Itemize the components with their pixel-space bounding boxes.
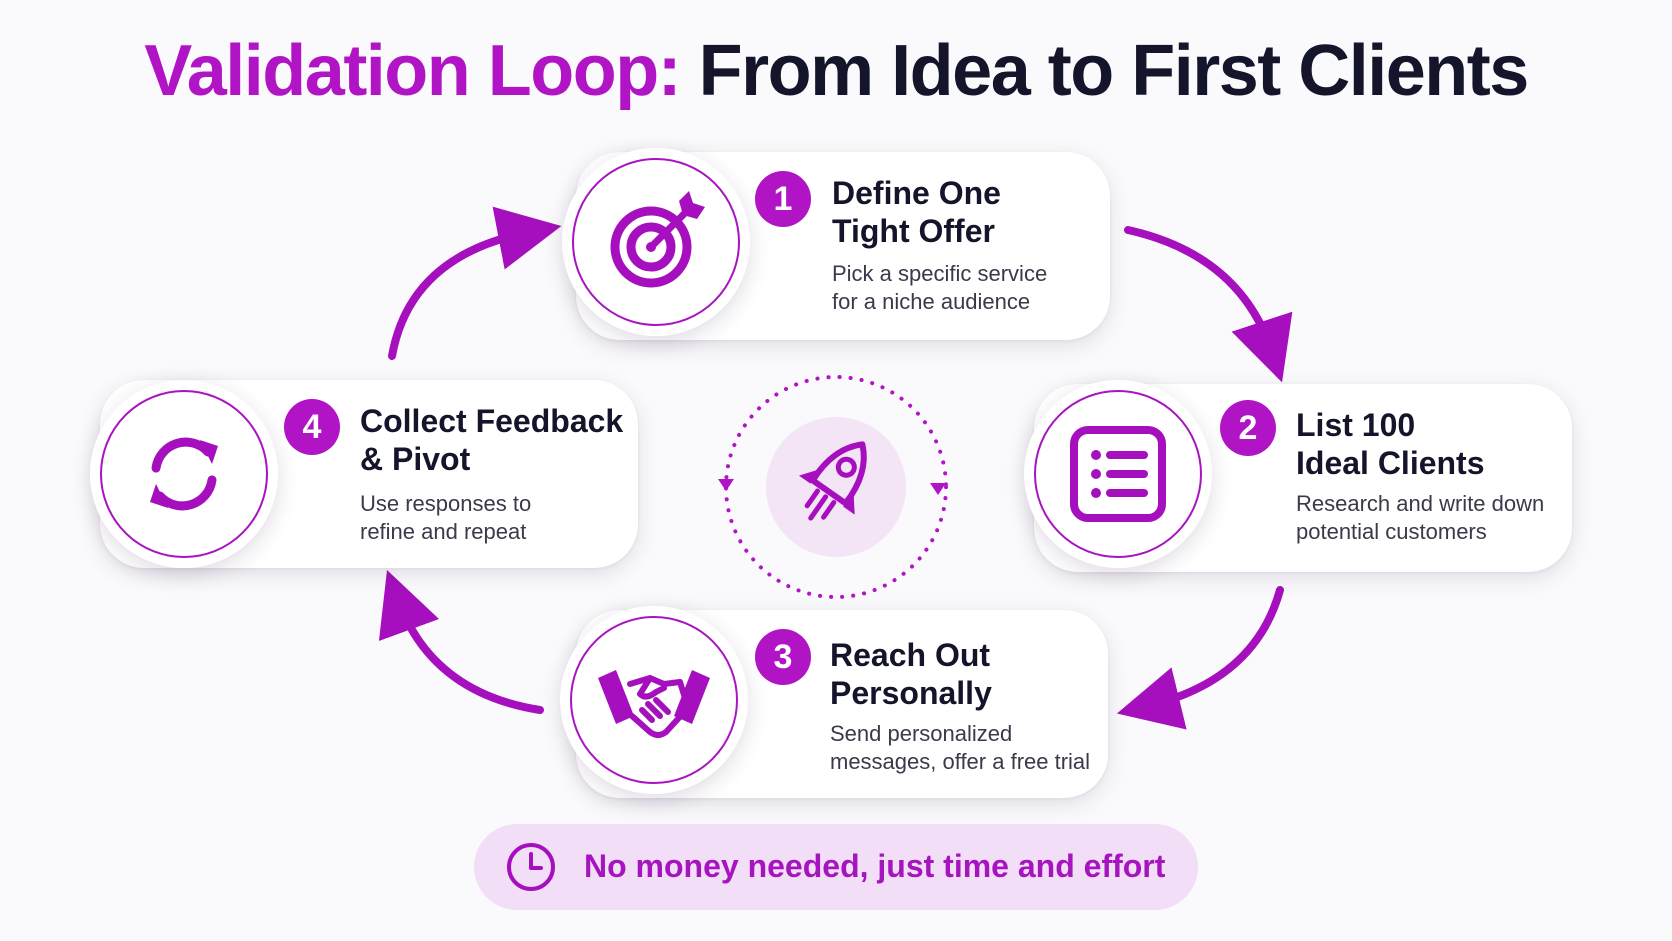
arrow-4-to-1 <box>388 206 562 360</box>
footer-text: No money needed, just time and effort <box>584 848 1166 884</box>
page-title: Validation Loop: From Idea to First Clie… <box>0 30 1672 112</box>
handshake-icon <box>598 670 710 738</box>
list-icon <box>1070 426 1166 522</box>
step-title-1: Define One Tight Offer <box>832 175 1001 249</box>
step-icon-1 <box>562 148 750 336</box>
step-icon-2 <box>1024 380 1212 568</box>
step-desc-3: Send personalized messages, offer a free… <box>830 721 1091 774</box>
step-number-2: 2 <box>1220 400 1276 456</box>
footer-note: No money needed, just time and effort <box>474 824 1198 910</box>
step-icon-3 <box>560 606 748 794</box>
center-hub <box>718 369 954 605</box>
step-number-3: 3 <box>755 629 811 685</box>
step-number-4: 4 <box>284 399 340 455</box>
rocket-icon <box>798 441 867 521</box>
arrow-2-to-3 <box>1116 586 1284 730</box>
title-main: From Idea to First Clients <box>698 31 1530 111</box>
step-icon-4 <box>90 380 278 568</box>
clock-icon <box>507 843 555 891</box>
title-accent: Validation Loop: <box>144 31 681 111</box>
step-desc-1: Pick a specific service for a niche audi… <box>832 261 1048 314</box>
step-title-4: Collect Feedback & Pivot <box>360 403 624 477</box>
step-desc-4: Use responses to refine and repeat <box>360 491 532 544</box>
rocket-badge <box>766 417 906 557</box>
refresh-icon <box>150 437 218 511</box>
step-title-2: List 100 Ideal Clients <box>1296 407 1485 481</box>
dotted-cycle-ring <box>718 375 948 599</box>
arrow-1-to-2 <box>1124 226 1293 383</box>
step-desc-2: Research and write down potential custom… <box>1296 491 1545 544</box>
target-icon <box>610 191 705 288</box>
step-title-3: Reach Out Personally <box>830 637 992 711</box>
step-number-1: 1 <box>755 171 811 227</box>
arrow-3-to-4 <box>378 569 544 714</box>
